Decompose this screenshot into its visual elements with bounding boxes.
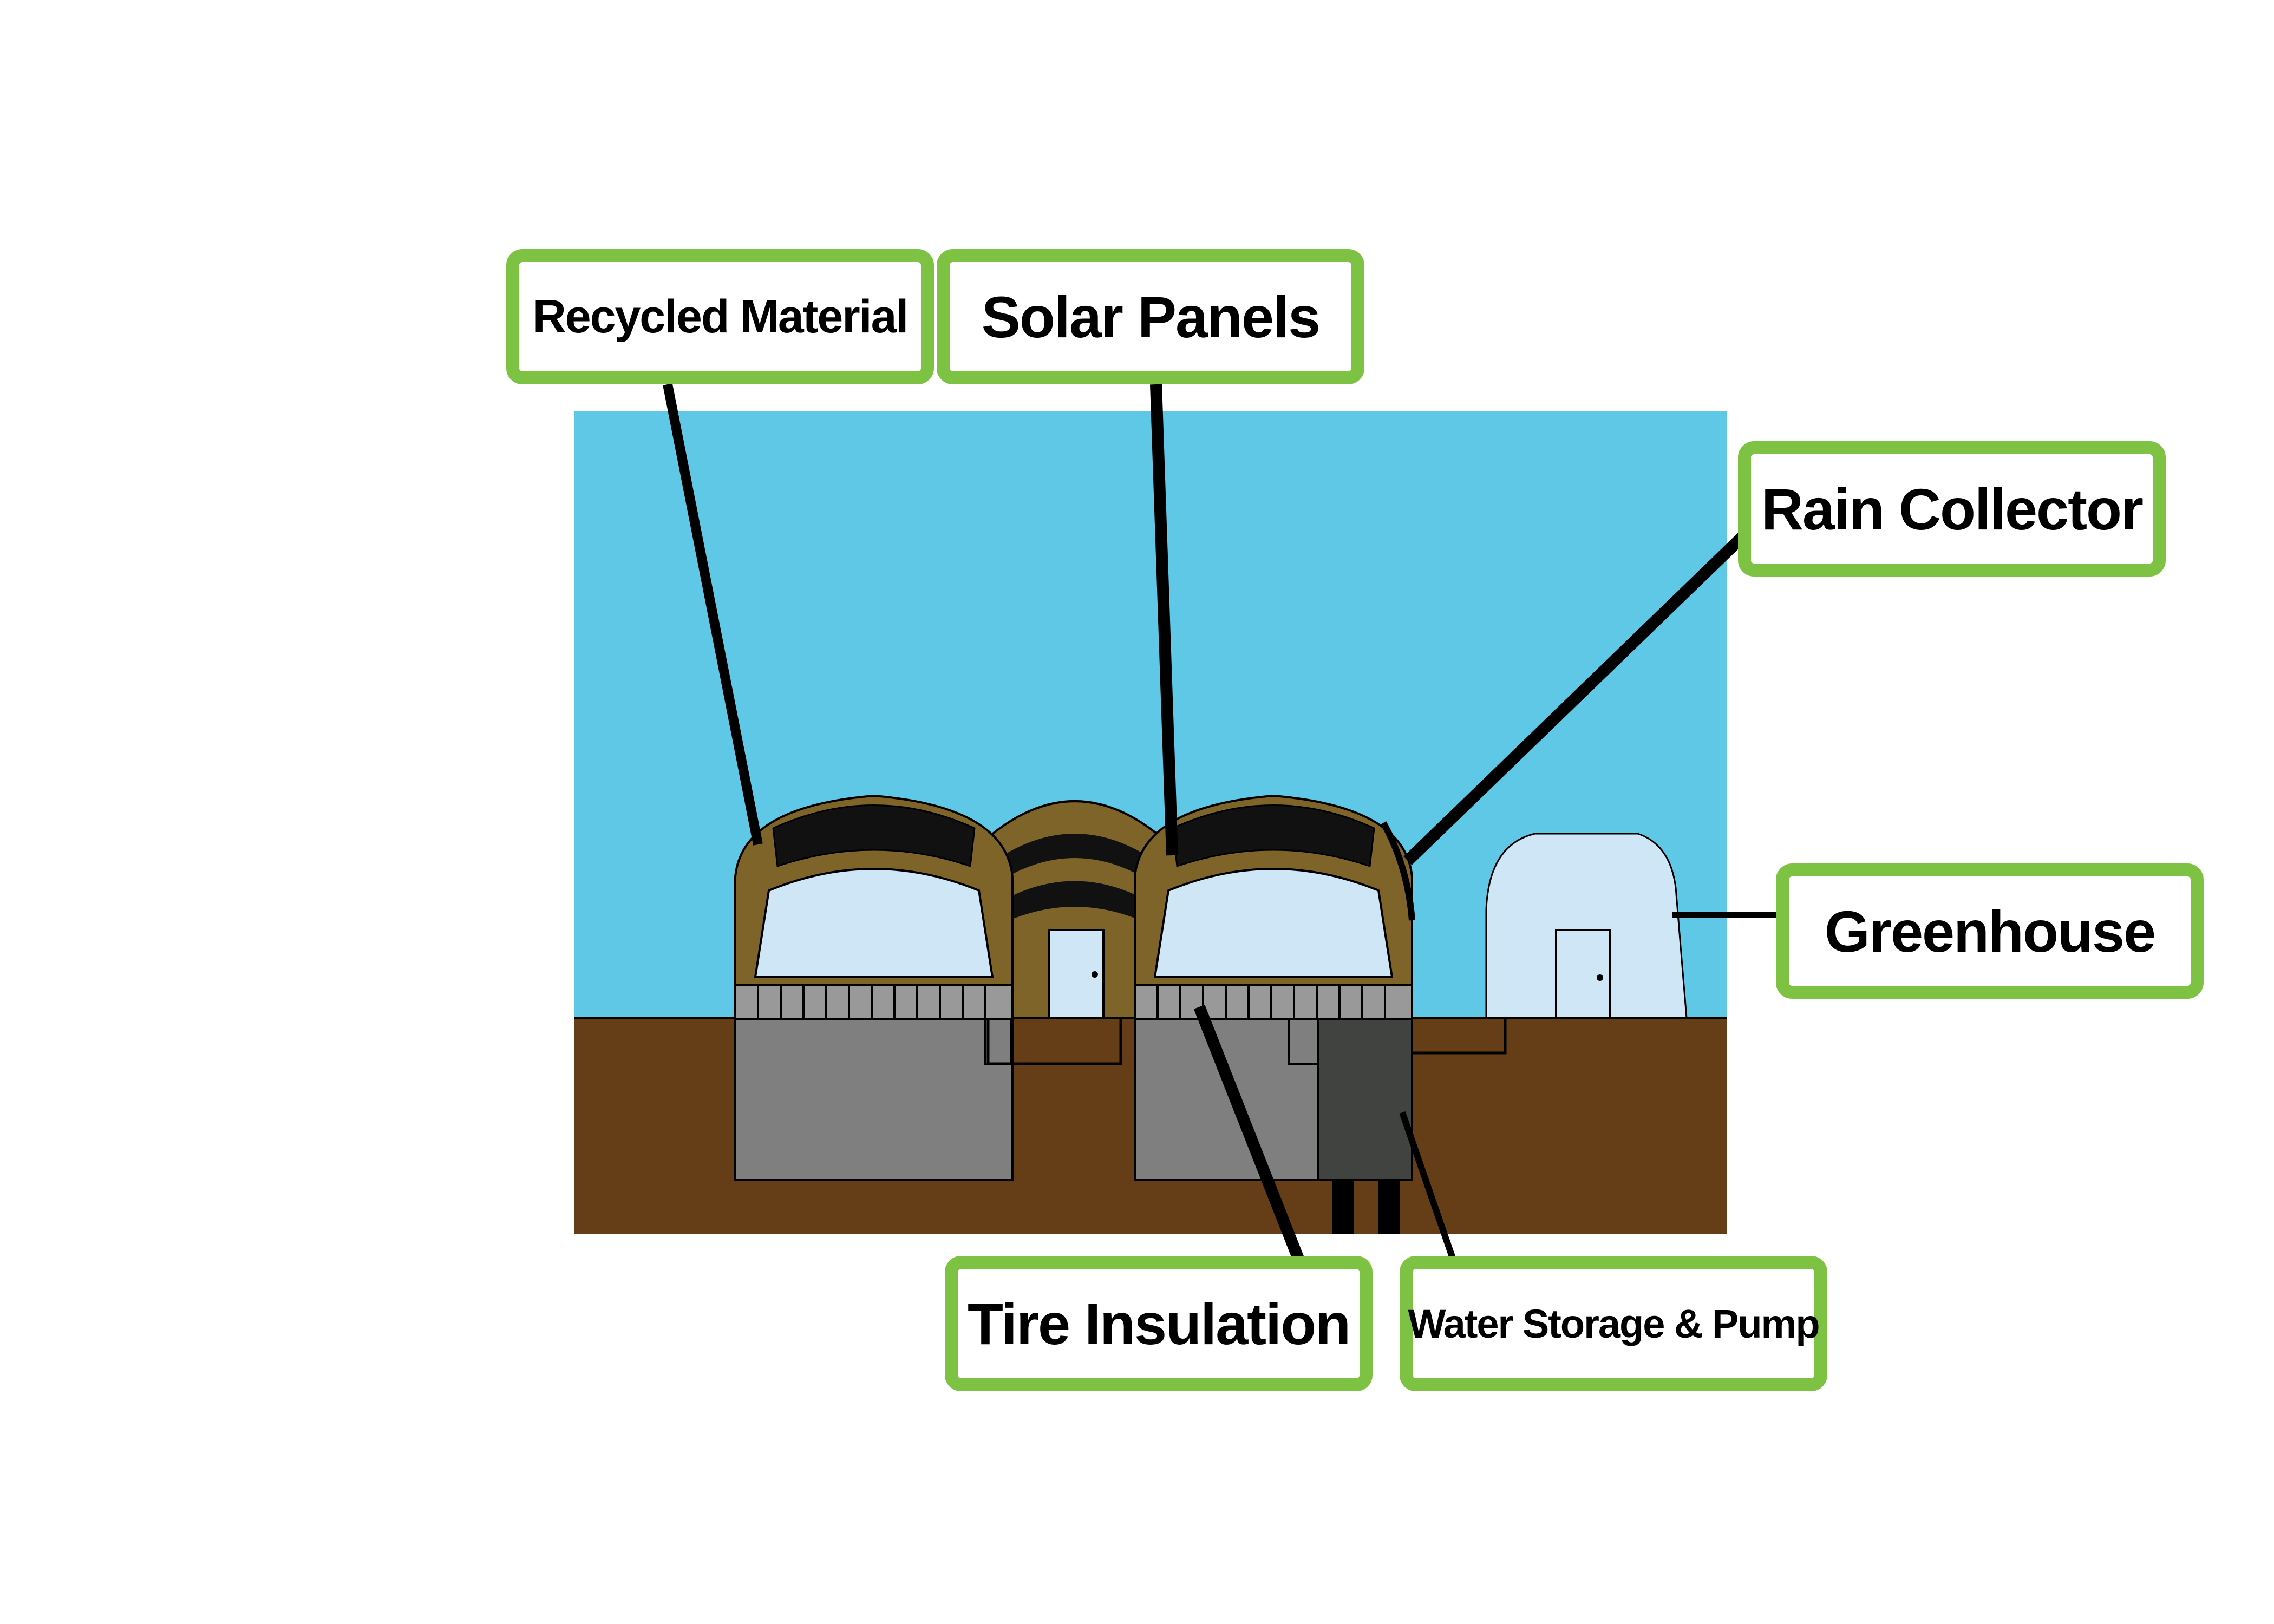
pump-leg-left: [1332, 1180, 1354, 1234]
pump-leg-right: [1378, 1180, 1400, 1234]
greenhouse-label: Greenhouse: [1776, 863, 2204, 999]
left-tire-band: [734, 984, 1014, 1020]
right-window: [1153, 868, 1394, 978]
solar-panels-leader: [1150, 384, 1178, 856]
right-ledge: [1288, 1017, 1322, 1065]
greenhouse-pipe: [1413, 1018, 1507, 1055]
tire-insulation-label: Tire Insulation: [945, 1256, 1373, 1391]
left-tire-dividers: [757, 985, 986, 1019]
recycled-material-label: Recycled Material: [506, 249, 934, 384]
connecting-pipe: [986, 1018, 1122, 1065]
water-storage-pump-label: Water Storage & Pump: [1400, 1256, 1827, 1391]
rain-collector-label: Rain Collector: [1738, 441, 2166, 577]
middle-door-knob: [1092, 971, 1098, 978]
greenhouse-door-knob: [1597, 974, 1603, 981]
middle-solar-panel-bottom: [996, 881, 1153, 926]
left-solar-panel: [772, 804, 976, 868]
rain-collector-leader: [1403, 529, 1750, 865]
right-tire-dividers: [1156, 985, 1386, 1019]
solar-panels-label: Solar Panels: [937, 249, 1364, 384]
middle-solar-panel-top: [991, 834, 1159, 885]
right-solar-panel: [1172, 804, 1375, 868]
water-tank: [1317, 1017, 1413, 1181]
left-foundation: [734, 1017, 1014, 1181]
greenhouse-building: [1485, 833, 1688, 1019]
left-window: [754, 868, 994, 978]
water-storage-leader: [1399, 1111, 1457, 1262]
recycled-material-leader: [663, 383, 763, 846]
greenhouse-door: [1555, 929, 1611, 1019]
tire-insulation-leader: [1193, 1004, 1305, 1264]
rain-gutter: [1380, 821, 1415, 921]
right-tire-band: [1134, 984, 1413, 1020]
